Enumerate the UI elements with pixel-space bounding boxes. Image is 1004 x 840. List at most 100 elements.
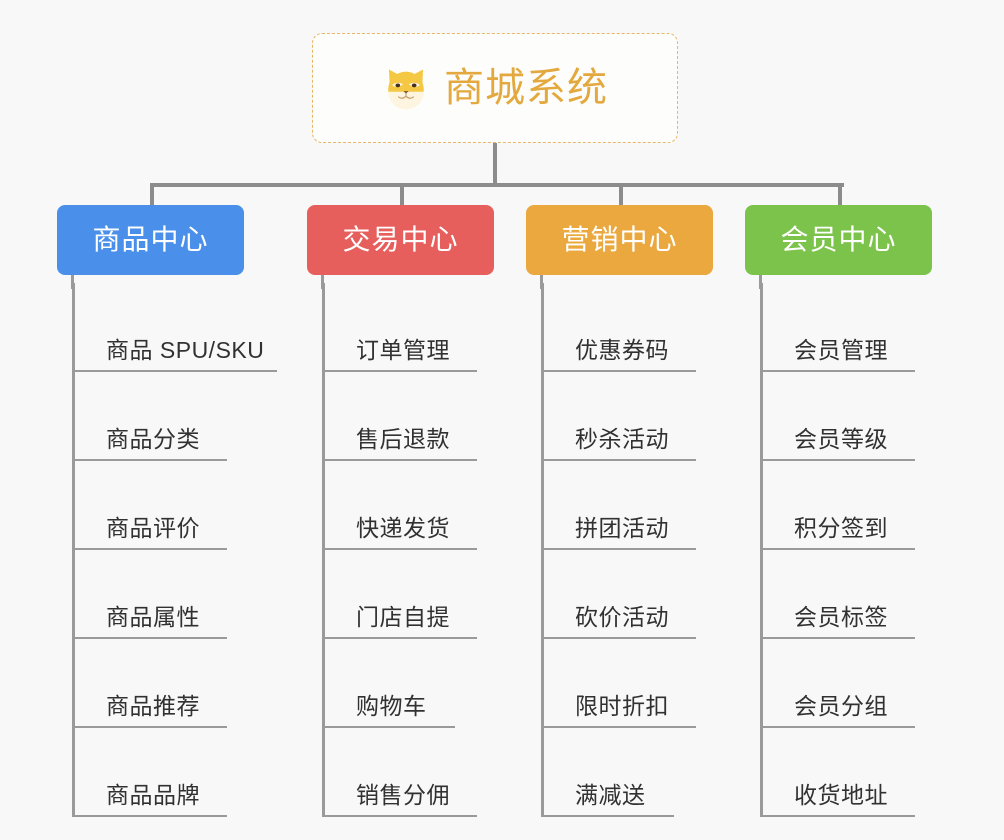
leaf-underline <box>322 637 477 639</box>
leaf-column-交易中心: 订单管理 售后退款 快递发货 门店自提 购物车 销售分佣 <box>322 283 477 817</box>
leaf-item[interactable]: 优惠券码 <box>541 283 696 372</box>
leaf-item[interactable]: 购物车 <box>322 639 455 728</box>
leaf-column-营销中心: 优惠券码 秒杀活动 拼团活动 砍价活动 限时折扣 满减送 <box>541 283 696 817</box>
leaf-label: 砍价活动 <box>575 604 669 630</box>
leaf-item[interactable]: 商品属性 <box>72 550 264 639</box>
leaf-underline <box>322 548 477 550</box>
leaf-underline <box>760 370 915 372</box>
leaf-label: 售后退款 <box>356 426 450 452</box>
category-box-营销中心[interactable]: 营销中心 <box>526 205 713 275</box>
leaf-label: 会员分组 <box>794 693 888 719</box>
leaf-column-商品中心: 商品 SPU/SKU 商品分类 商品评价 商品属性 商品推荐 商品品牌 <box>72 283 277 817</box>
leaf-item[interactable]: 商品评价 <box>72 461 264 550</box>
leaf-item[interactable]: 会员管理 <box>760 283 915 372</box>
leaf-label: 商品分类 <box>106 426 200 452</box>
leaf-underline <box>72 637 227 639</box>
leaf-label: 限时折扣 <box>575 693 669 719</box>
leaf-underline <box>322 370 477 372</box>
leaf-underline <box>760 548 915 550</box>
leaf-underline <box>72 370 277 372</box>
leaf-item[interactable]: 收货地址 <box>760 728 915 817</box>
category-spine-stub-3 <box>540 275 543 289</box>
leaf-underline <box>322 815 477 817</box>
leaf-item[interactable]: 限时折扣 <box>541 639 696 728</box>
leaf-underline <box>541 815 674 817</box>
leaf-underline <box>541 459 696 461</box>
leaf-underline <box>760 459 915 461</box>
leaf-label: 订单管理 <box>356 337 450 363</box>
category-label: 会员中心 <box>780 224 897 255</box>
leaf-label: 优惠券码 <box>575 337 669 363</box>
leaf-spine <box>322 283 325 817</box>
leaf-label: 满减送 <box>575 782 646 808</box>
leaf-underline <box>541 370 696 372</box>
root-title: 商城系统 <box>444 66 608 110</box>
category-box-商品中心[interactable]: 商品中心 <box>57 205 244 275</box>
leaf-item[interactable]: 商品 SPU/SKU <box>72 283 277 372</box>
leaf-spine <box>541 283 544 817</box>
leaf-underline <box>541 726 696 728</box>
leaf-label: 商品属性 <box>106 604 200 630</box>
connector-drop-1 <box>150 183 154 209</box>
leaf-label: 积分签到 <box>794 515 888 541</box>
leaf-underline <box>72 726 227 728</box>
connector-drop-3 <box>619 183 623 209</box>
leaf-item[interactable]: 会员等级 <box>760 372 915 461</box>
category-spine-stub-4 <box>759 275 762 289</box>
leaf-item[interactable]: 门店自提 <box>322 550 477 639</box>
leaf-label: 商品品牌 <box>106 782 200 808</box>
leaf-underline <box>541 548 696 550</box>
leaf-label: 收货地址 <box>794 782 888 808</box>
leaf-label: 商品推荐 <box>106 693 200 719</box>
leaf-label: 拼团活动 <box>575 515 669 541</box>
connector-horizontal-bar <box>150 183 844 187</box>
leaf-item[interactable]: 商品推荐 <box>72 639 264 728</box>
shiba-dog-face-icon <box>382 65 430 111</box>
leaf-label: 会员管理 <box>794 337 888 363</box>
leaf-item[interactable]: 快递发货 <box>322 461 477 550</box>
leaf-underline <box>322 459 477 461</box>
leaf-item[interactable]: 秒杀活动 <box>541 372 696 461</box>
leaf-column-会员中心: 会员管理 会员等级 积分签到 会员标签 会员分组 收货地址 <box>760 283 915 817</box>
leaf-underline <box>760 726 915 728</box>
leaf-item[interactable]: 拼团活动 <box>541 461 696 550</box>
leaf-item[interactable]: 售后退款 <box>322 372 477 461</box>
root-connector-stub <box>493 143 497 187</box>
leaf-item[interactable]: 商品分类 <box>72 372 264 461</box>
category-spine-stub-2 <box>321 275 324 289</box>
leaf-spine <box>760 283 763 817</box>
leaf-label: 销售分佣 <box>356 782 450 808</box>
connector-drop-2 <box>400 183 404 209</box>
leaf-item[interactable]: 砍价活动 <box>541 550 696 639</box>
leaf-label: 商品评价 <box>106 515 200 541</box>
leaf-item[interactable]: 商品品牌 <box>72 728 264 817</box>
leaf-underline <box>760 815 915 817</box>
leaf-item[interactable]: 会员分组 <box>760 639 915 728</box>
leaf-underline <box>72 459 227 461</box>
category-box-会员中心[interactable]: 会员中心 <box>745 205 932 275</box>
root-node[interactable]: 商城系统 <box>312 33 678 143</box>
leaf-underline <box>72 815 227 817</box>
leaf-item[interactable]: 销售分佣 <box>322 728 477 817</box>
leaf-label: 门店自提 <box>356 604 450 630</box>
leaf-spine <box>72 283 75 817</box>
leaf-label: 快递发货 <box>356 515 450 541</box>
category-label: 营销中心 <box>561 224 678 255</box>
leaf-label: 会员等级 <box>794 426 888 452</box>
leaf-item[interactable]: 积分签到 <box>760 461 915 550</box>
leaf-underline <box>72 548 227 550</box>
leaf-item[interactable]: 会员标签 <box>760 550 915 639</box>
category-spine-stub-1 <box>71 275 74 289</box>
connector-drop-4 <box>838 183 842 209</box>
category-box-交易中心[interactable]: 交易中心 <box>307 205 494 275</box>
leaf-label: 会员标签 <box>794 604 888 630</box>
leaf-item[interactable]: 满减送 <box>541 728 674 817</box>
category-label: 交易中心 <box>342 224 459 255</box>
leaf-underline <box>322 726 455 728</box>
leaf-item[interactable]: 订单管理 <box>322 283 477 372</box>
leaf-underline <box>541 637 696 639</box>
leaf-label: 秒杀活动 <box>575 426 669 452</box>
leaf-label: 购物车 <box>356 693 427 719</box>
leaf-label: 商品 SPU/SKU <box>106 337 265 363</box>
